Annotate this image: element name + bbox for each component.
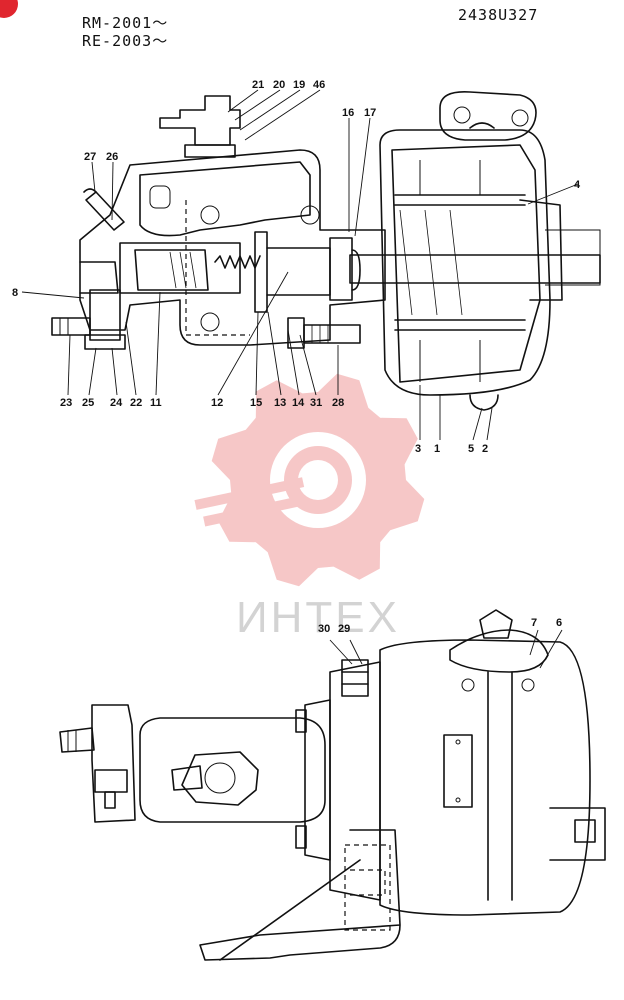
- callout-5: 5: [468, 443, 474, 455]
- watermark-logo: ИНТЕХ: [194, 373, 425, 642]
- external-view: [59, 609, 606, 961]
- callout-31: 31: [310, 397, 322, 409]
- callout-29: 29: [338, 623, 350, 635]
- callout-24: 24: [110, 397, 123, 409]
- model-line-1: RM-2001～: [82, 14, 169, 32]
- callout-20: 20: [273, 79, 285, 91]
- callout-25: 25: [82, 397, 94, 409]
- callout-8: 8: [12, 287, 18, 299]
- callout-3: 3: [415, 443, 421, 455]
- callout-19: 19: [293, 79, 305, 91]
- bottom-leader-lines: [329, 629, 563, 669]
- callout-1: 1: [434, 443, 440, 455]
- section-view: [51, 91, 601, 411]
- callout-28: 28: [332, 397, 344, 409]
- callout-27: 27: [84, 151, 96, 163]
- top-leader-lines: [21, 89, 579, 441]
- callout-26: 26: [106, 151, 118, 163]
- callout-2: 2: [482, 443, 488, 455]
- drawing-code: 2438U327: [458, 6, 539, 24]
- callout-14: 14: [292, 397, 305, 409]
- callout-4: 4: [574, 179, 581, 191]
- corner-badge: [0, 0, 18, 18]
- callout-46: 46: [313, 79, 325, 91]
- callout-15: 15: [250, 397, 262, 409]
- model-line-2: RE-2003～: [82, 32, 169, 50]
- callout-11: 11: [150, 397, 162, 409]
- callout-22: 22: [130, 397, 142, 409]
- callout-13: 13: [274, 397, 286, 409]
- callout-16: 16: [342, 107, 354, 119]
- watermark-text: ИНТЕХ: [236, 593, 400, 642]
- callout-23: 23: [60, 397, 72, 409]
- callout-17: 17: [364, 107, 376, 119]
- callout-6: 6: [556, 617, 562, 629]
- callout-12: 12: [211, 397, 223, 409]
- callout-21: 21: [252, 79, 264, 91]
- callout-30: 30: [318, 623, 330, 635]
- callout-7: 7: [531, 617, 537, 629]
